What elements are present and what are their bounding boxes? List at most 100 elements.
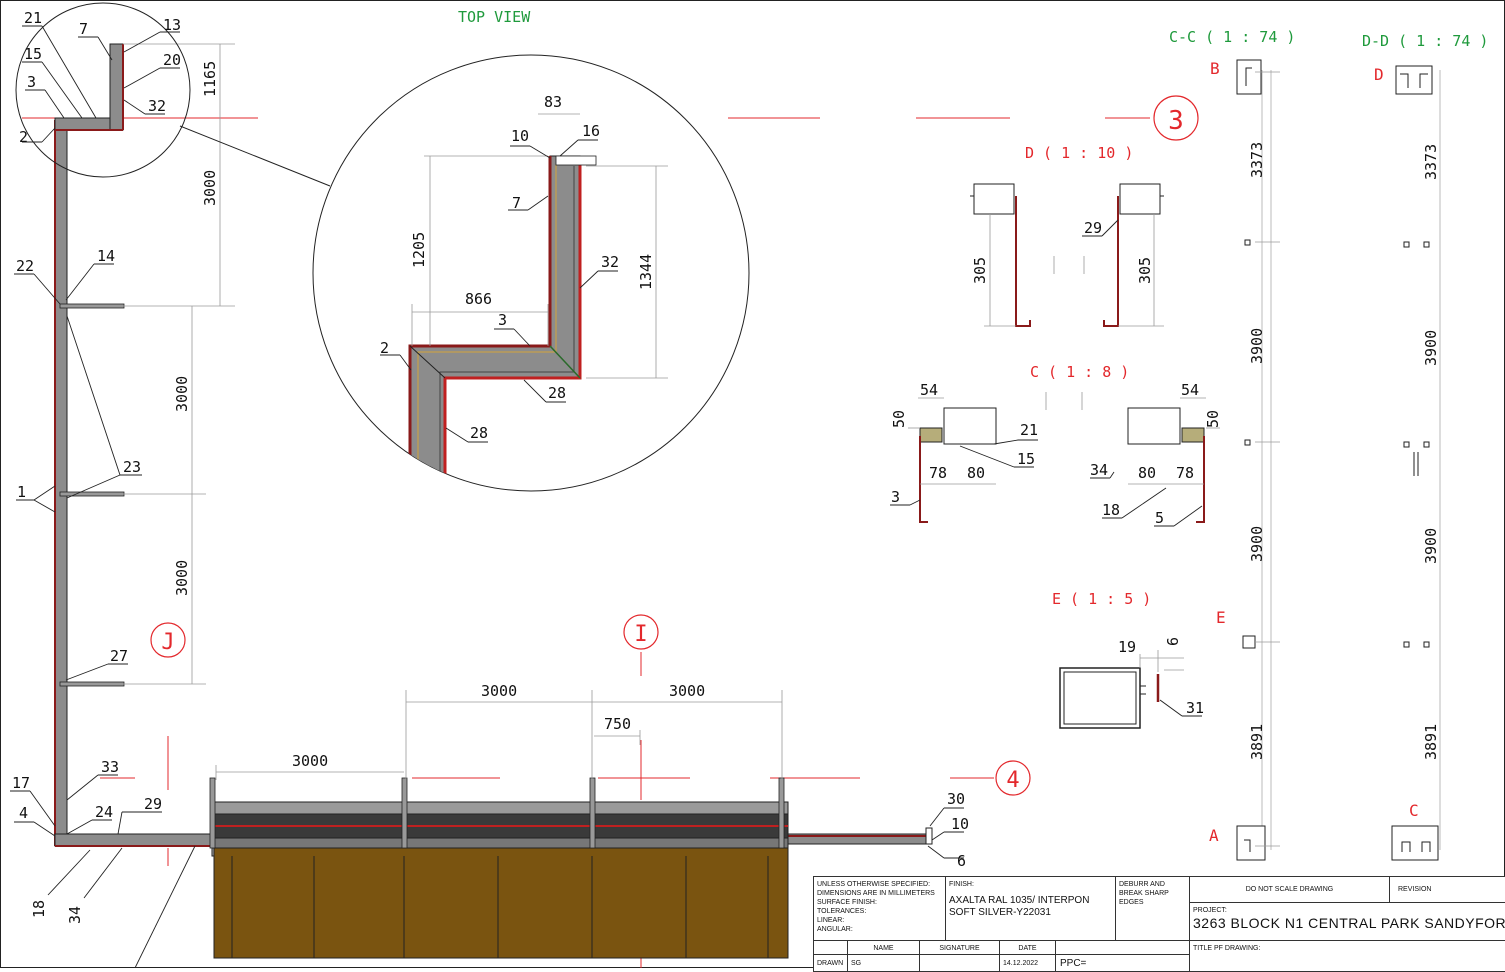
dd-dim-3900-a: 3900 bbox=[1422, 330, 1440, 366]
circle-callout-10: 10 bbox=[511, 127, 529, 145]
detail-e-drawing bbox=[1059, 650, 1202, 729]
callout-13: 13 bbox=[163, 16, 181, 34]
circle-callout-32: 32 bbox=[601, 253, 619, 271]
callout-14: 14 bbox=[97, 247, 115, 265]
detail-c-dim-54-left: 54 bbox=[920, 381, 938, 399]
callout-22: 22 bbox=[16, 257, 34, 275]
detail-d-dim-305-right: 305 bbox=[1136, 257, 1154, 284]
circle-dim-866: 866 bbox=[465, 290, 492, 308]
circle-dim-83: 83 bbox=[544, 93, 562, 111]
revision-label: REVISION bbox=[1390, 877, 1505, 903]
do-not-scale: DO NOT SCALE DRAWING bbox=[1190, 877, 1390, 903]
drawn-name: SG bbox=[848, 955, 920, 972]
circle-callout-labels: 10 16 7 32 3 2 28 28 bbox=[380, 122, 619, 442]
cc-dim-3900-a: 3900 bbox=[1248, 328, 1266, 364]
circle-callout-28a: 28 bbox=[548, 384, 566, 402]
detail-circle-large bbox=[312, 54, 750, 492]
circle-dim-1344: 1344 bbox=[637, 254, 655, 290]
detail-d-dim-305-left: 305 bbox=[971, 257, 989, 284]
detail-c-dim-78-right: 78 bbox=[1176, 464, 1194, 482]
section-marker-a: A bbox=[1209, 826, 1219, 845]
dim-1165: 1165 bbox=[201, 61, 219, 97]
circle-callout-leaders bbox=[380, 139, 618, 443]
callout-18: 18 bbox=[30, 900, 48, 918]
detail-c-dim-50-left: 50 bbox=[890, 410, 908, 428]
dim-3000-v1: 3000 bbox=[201, 170, 219, 206]
callout-3: 3 bbox=[27, 73, 36, 91]
callout-15: 15 bbox=[24, 45, 42, 63]
callout-21: 21 bbox=[24, 9, 42, 27]
date-header: DATE bbox=[1000, 941, 1056, 955]
callout-27: 27 bbox=[110, 647, 128, 665]
title-block: UNLESS OTHERWISE SPECIFIED: DIMENSIONS A… bbox=[813, 876, 1505, 972]
circle-callout-2: 2 bbox=[380, 339, 389, 357]
dim-3000-h2: 3000 bbox=[481, 682, 517, 700]
detail-circle-small bbox=[15, 2, 191, 178]
dim-750: 750 bbox=[604, 715, 631, 733]
callout-24: 24 bbox=[95, 803, 113, 821]
grid-lines bbox=[22, 117, 1150, 968]
ppc-field: PPC= bbox=[1056, 955, 1190, 972]
deburr-note: DEBURR AND BREAK SHARP EDGES bbox=[1116, 877, 1190, 941]
grid-bubbles bbox=[150, 95, 1199, 796]
callout-29: 29 bbox=[144, 795, 162, 813]
circle-callout-28b: 28 bbox=[470, 424, 488, 442]
general-notes: UNLESS OTHERWISE SPECIFIED: DIMENSIONS A… bbox=[814, 877, 946, 941]
detail-c-callout-34: 34 bbox=[1090, 461, 1108, 479]
callout-30: 30 bbox=[947, 790, 965, 808]
detail-c-callout-18: 18 bbox=[1102, 501, 1120, 519]
cc-dim-3900-b: 3900 bbox=[1248, 526, 1266, 562]
detail-e-dim-19: 19 bbox=[1118, 638, 1136, 656]
callout-34: 34 bbox=[66, 906, 84, 924]
circle-callout-7: 7 bbox=[512, 194, 521, 212]
project-cell: PROJECT: 3263 BLOCK N1 CENTRAL PARK SAND… bbox=[1190, 903, 1505, 941]
detail-circle-dim-lines bbox=[411, 113, 668, 379]
callout-20: 20 bbox=[163, 51, 181, 69]
grid-bubble-4: 4 bbox=[1006, 768, 1019, 793]
callout-23: 23 bbox=[123, 458, 141, 476]
signature-header: SIGNATURE bbox=[920, 941, 1000, 955]
detail-c-callout-5: 5 bbox=[1155, 509, 1164, 527]
detail-c-dim-50-right: 50 bbox=[1204, 410, 1222, 428]
grid-bubble-i: I bbox=[634, 622, 647, 647]
detail-e-callout-31: 31 bbox=[1186, 699, 1204, 717]
detail-e-title: E ( 1 : 5 ) bbox=[1052, 590, 1151, 608]
detail-d-title: D ( 1 : 10 ) bbox=[1025, 144, 1133, 162]
dim-3000-h3: 3000 bbox=[669, 682, 705, 700]
finish-label: FINISH: bbox=[949, 881, 974, 888]
project-label: PROJECT: bbox=[1193, 907, 1227, 914]
section-markers: B D A C E bbox=[1209, 59, 1419, 845]
section-cc-title: C-C ( 1 : 74 ) bbox=[1169, 28, 1295, 46]
callout-4: 4 bbox=[19, 804, 28, 822]
top-view-title: TOP VIEW bbox=[458, 8, 531, 26]
section-marker-c: C bbox=[1409, 801, 1419, 820]
callout-32: 32 bbox=[148, 97, 166, 115]
dd-dim-3891: 3891 bbox=[1422, 724, 1440, 760]
main-callout-labels: 21 7 13 15 20 3 32 2 22 14 23 1 27 17 33… bbox=[12, 9, 969, 924]
drawing-title-label: TITLE PF DRAWING: bbox=[1190, 941, 1505, 972]
detail-c-dim-78-left: 78 bbox=[929, 464, 947, 482]
callout-2: 2 bbox=[19, 128, 28, 146]
detail-c-callout-21: 21 bbox=[1020, 421, 1038, 439]
section-marker-b: B bbox=[1210, 59, 1220, 78]
section-cc-dims: 3373 3900 3900 3891 bbox=[1248, 142, 1266, 760]
section-dd-dims: 3373 3900 3900 3891 bbox=[1422, 144, 1440, 760]
callout-17: 17 bbox=[12, 774, 30, 792]
main-callout-leaders bbox=[10, 25, 964, 968]
dd-dim-3900-b: 3900 bbox=[1422, 528, 1440, 564]
main-dimension-lines bbox=[123, 43, 783, 780]
detail-c-dim-80-right: 80 bbox=[1138, 464, 1156, 482]
section-marker-e: E bbox=[1216, 608, 1226, 627]
section-dd-title: D-D ( 1 : 74 ) bbox=[1362, 32, 1488, 50]
callout-6: 6 bbox=[957, 852, 966, 870]
grid-bubble-3: 3 bbox=[1168, 106, 1184, 136]
drawn-date: 14.12.2022 bbox=[1000, 955, 1056, 972]
circle-callout-3: 3 bbox=[498, 311, 507, 329]
grid-bubble-j: J bbox=[161, 630, 174, 655]
callout-1: 1 bbox=[17, 483, 26, 501]
section-dd-drawing bbox=[1391, 65, 1441, 861]
detail-d-drawing bbox=[970, 183, 1164, 327]
dim-3000-h1: 3000 bbox=[292, 752, 328, 770]
detail-c-callout-3: 3 bbox=[891, 488, 900, 506]
detail-e-dim-6: 6 bbox=[1164, 637, 1182, 646]
